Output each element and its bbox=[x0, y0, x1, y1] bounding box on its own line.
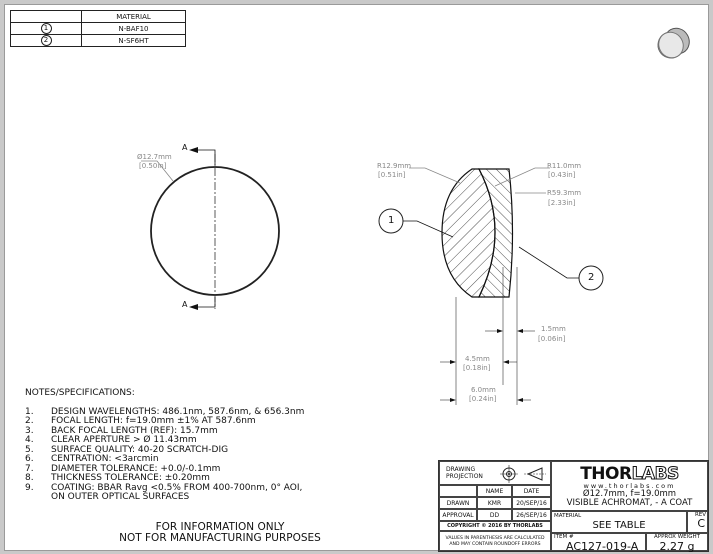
r1-dim-mm: R12.9mm bbox=[377, 162, 412, 170]
revision: C bbox=[697, 517, 705, 530]
list-item: ON OUTER OPTICAL SURFACES bbox=[51, 492, 190, 502]
diameter-dim-mm: Ø12.7mm bbox=[137, 153, 172, 161]
front-view bbox=[141, 147, 280, 310]
material-value: N-SF6HT bbox=[81, 34, 186, 47]
list-item: 1.DESIGN WAVELENGTHS: 486.1nm, 587.6nm, … bbox=[25, 406, 305, 417]
diameter-dim-in: [0.50in] bbox=[139, 162, 167, 170]
list-item: 6.CENTRATION: <3arcmin bbox=[25, 454, 159, 464]
list-item: 8.THICKNESS TOLERANCE: ±0.20mm bbox=[25, 473, 210, 483]
values-disclaimer: VALUES IN PARENTHESIS ARE CALCULATED AND… bbox=[439, 531, 551, 551]
r1-dim-in: [0.51in] bbox=[378, 171, 406, 179]
total-thickness-mm: 6.0mm bbox=[471, 386, 496, 394]
total-thickness-in: [0.24in] bbox=[469, 395, 497, 403]
list-item: 7.DIAMETER TOLERANCE: +0.0/-0.1mm bbox=[25, 463, 221, 474]
list-item: 4.CLEAR APERTURE > Ø 11.43mm bbox=[25, 435, 197, 445]
list-item: 9.COATING: BBAR Ravg <0.5% FROM 400-700n… bbox=[25, 482, 303, 493]
table-row: 2 N-SF6HT bbox=[10, 34, 186, 47]
thorlabs-logo: THORLABS bbox=[580, 464, 680, 484]
list-item: 3.BACK FOCAL LENGTH (REF): 15.7mm bbox=[25, 425, 218, 436]
drawing-projection-cell: DRAWING PROJECTION bbox=[439, 461, 551, 485]
notes-specifications: NOTES/SPECIFICATIONS: 1.DESIGN WAVELENGT… bbox=[25, 388, 305, 503]
information-disclaimer: FOR INFORMATION ONLY NOT FOR MANUFACTURI… bbox=[119, 521, 321, 544]
thickness-1-mm: 4.5mm bbox=[465, 355, 490, 363]
thickness-2-mm: 1.5mm bbox=[541, 325, 566, 333]
approx-weight: 2.27 g bbox=[659, 540, 695, 553]
r3-dim-mm: R59.3mm bbox=[547, 189, 582, 197]
list-item: 5.SURFACE QUALITY: 40-20 SCRATCH-DIG bbox=[25, 444, 229, 455]
section-label-bottom: A bbox=[182, 300, 188, 309]
r2-dim-in: [0.43in] bbox=[548, 171, 576, 179]
balloon-1: 1 bbox=[388, 215, 395, 226]
section-label-top: A bbox=[182, 143, 188, 152]
lens-thumbnail-image bbox=[657, 27, 690, 59]
r2-dim-mm: R11.0mm bbox=[547, 162, 582, 170]
company-description-cell: THORLABS www.thorlabs.com Ø12.7mm, f=19.… bbox=[551, 461, 708, 511]
technical-drawing bbox=[141, 147, 604, 405]
balloon-1: 1 bbox=[40, 23, 52, 34]
title-block: DRAWING PROJECTION NAME DATE DRAWN KMR 2… bbox=[438, 460, 709, 553]
r3-dim-in: [2.33in] bbox=[548, 199, 576, 207]
copyright: COPYRIGHT © 2016 BY THORLABS bbox=[439, 521, 551, 531]
item-number: AC127-019-A bbox=[566, 540, 639, 553]
balloon-2: 2 bbox=[40, 35, 52, 46]
balloon-2: 2 bbox=[588, 272, 595, 283]
thickness-2-in: [0.06in] bbox=[538, 335, 566, 343]
notes-title: NOTES/SPECIFICATIONS: bbox=[25, 388, 135, 398]
list-item: 2.FOCAL LENGTH: f=19.0mm ±1% AT 587.6nm bbox=[25, 416, 256, 426]
section-view bbox=[378, 167, 604, 405]
thickness-1-in: [0.18in] bbox=[463, 364, 491, 372]
third-angle-projection-icon bbox=[500, 465, 546, 483]
